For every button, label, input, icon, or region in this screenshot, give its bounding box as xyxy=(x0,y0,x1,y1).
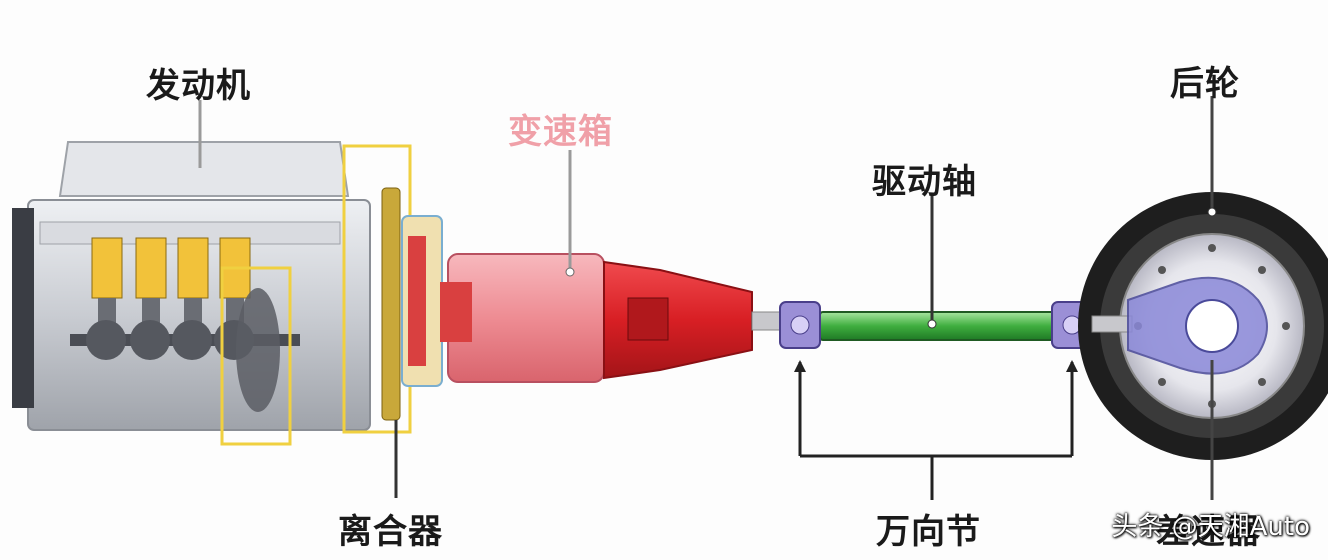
gearbox xyxy=(440,150,753,383)
differential xyxy=(1091,276,1268,500)
clutch-label: 离合器 xyxy=(338,512,443,552)
clutch-assembly xyxy=(381,187,443,498)
gearbox-label: 变速箱 xyxy=(508,112,613,152)
universal-joint-label: 万向节 xyxy=(876,512,981,552)
watermark: 头条 @天湘Auto xyxy=(1111,512,1310,542)
drive-shaft-label: 驱动轴 xyxy=(872,162,977,202)
differential-label: 差速器 xyxy=(1156,512,1261,552)
engine-label: 发动机 xyxy=(146,66,251,106)
engine-front-plate xyxy=(12,208,34,408)
rear-wheel-label: 后轮 xyxy=(1170,64,1240,104)
gearbox-shifter-plate xyxy=(627,297,669,341)
clutch-ring-gear xyxy=(381,187,401,421)
clutch-pressure-plate xyxy=(408,236,426,366)
engine-flywheel xyxy=(236,288,280,412)
engine-crankshaft xyxy=(70,320,300,360)
drive-shaft-tube xyxy=(819,311,1057,341)
gearbox-tail-housing xyxy=(603,260,753,380)
engine-block xyxy=(12,100,412,446)
engine-highlight-box xyxy=(220,266,292,446)
gearbox-input-flange xyxy=(440,282,472,342)
universal-joint-front xyxy=(779,301,821,349)
universal-joint-bracket xyxy=(794,360,1078,500)
engine-cover xyxy=(58,141,350,197)
